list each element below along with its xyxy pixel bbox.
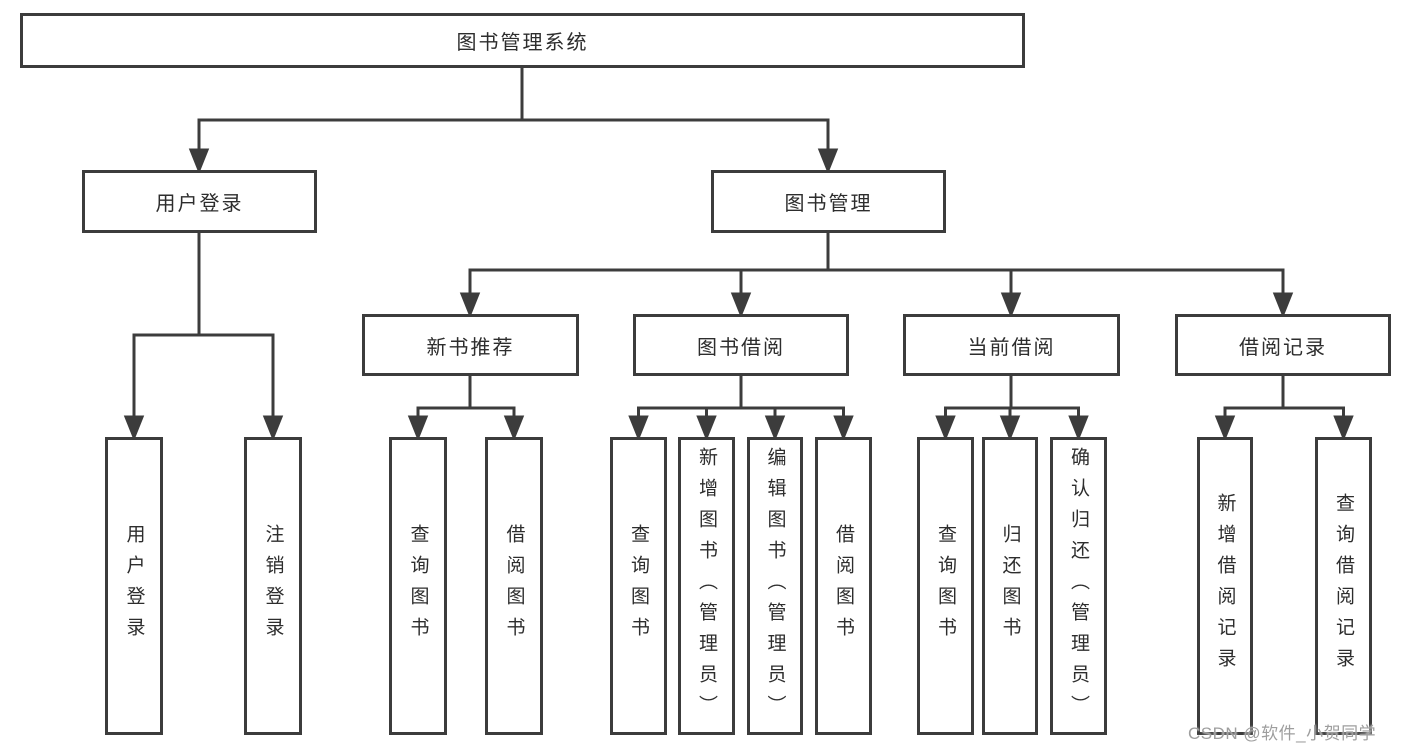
leaf-label: 查询图书 xyxy=(628,524,649,648)
leaf-edit-book-admin: 编辑图书（管理员） xyxy=(747,437,803,735)
leaf-query-borrow-record: 查询借阅记录 xyxy=(1315,437,1372,735)
leaf-query-books-current: 查询图书 xyxy=(917,437,974,735)
node-label: 用户登录 xyxy=(155,193,244,215)
connector-root xyxy=(188,68,839,175)
connector-borrow-records xyxy=(1214,376,1354,442)
leaf-label: 借阅图书 xyxy=(833,524,854,648)
leaf-label: 编辑图书（管理员） xyxy=(764,446,786,726)
node-book-borrow: 图书借阅 xyxy=(633,314,849,376)
node-root-library-system: 图书管理系统 xyxy=(20,13,1025,68)
node-label: 图书借阅 xyxy=(697,336,785,359)
leaf-query-books-recommend: 查询图书 xyxy=(389,437,447,735)
leaf-confirm-return-admin: 确认归还（管理员） xyxy=(1050,437,1107,735)
leaf-logout: 注销登录 xyxy=(244,437,302,735)
connector-book-management xyxy=(459,233,1294,319)
node-current-borrow: 当前借阅 xyxy=(903,314,1120,376)
leaf-borrow-books-recommend: 借阅图书 xyxy=(485,437,543,735)
leaf-user-login: 用户登录 xyxy=(105,437,163,735)
leaf-label: 用户登录 xyxy=(123,524,145,648)
leaf-label: 确认归还（管理员） xyxy=(1068,446,1089,726)
leaf-label: 归还图书 xyxy=(999,524,1021,648)
node-book-management: 图书管理 xyxy=(711,170,946,233)
leaf-label: 新增借阅记录 xyxy=(1214,493,1236,679)
node-label: 图书管理系统 xyxy=(456,32,589,54)
leaf-label: 新增图书（管理员） xyxy=(696,446,717,726)
leaf-label: 借阅图书 xyxy=(503,524,525,648)
leaf-label: 注销登录 xyxy=(262,524,284,648)
leaf-add-borrow-record: 新增借阅记录 xyxy=(1197,437,1253,735)
connector-current-borrow xyxy=(935,376,1089,442)
node-borrow-records: 借阅记录 xyxy=(1175,314,1391,376)
leaf-label: 查询图书 xyxy=(407,524,429,648)
leaf-return-book: 归还图书 xyxy=(982,437,1038,735)
node-label: 新书推荐 xyxy=(426,336,515,359)
csdn-watermark: CSDN @软件_小贺同学 xyxy=(1188,724,1377,743)
connector-new-book-recommend xyxy=(407,376,525,442)
connector-book-borrow xyxy=(628,376,854,442)
node-user-login: 用户登录 xyxy=(82,170,317,233)
leaf-query-books-borrow: 查询图书 xyxy=(610,437,667,735)
node-label: 借阅记录 xyxy=(1239,336,1327,359)
leaf-label: 查询借阅记录 xyxy=(1333,493,1354,679)
node-label: 当前借阅 xyxy=(967,336,1056,359)
connector-user-login xyxy=(123,233,284,442)
leaf-add-book-admin: 新增图书（管理员） xyxy=(678,437,735,735)
leaf-label: 查询图书 xyxy=(935,524,956,648)
node-label: 图书管理 xyxy=(784,193,873,215)
leaf-borrow-books: 借阅图书 xyxy=(815,437,872,735)
node-new-book-recommend: 新书推荐 xyxy=(362,314,579,376)
